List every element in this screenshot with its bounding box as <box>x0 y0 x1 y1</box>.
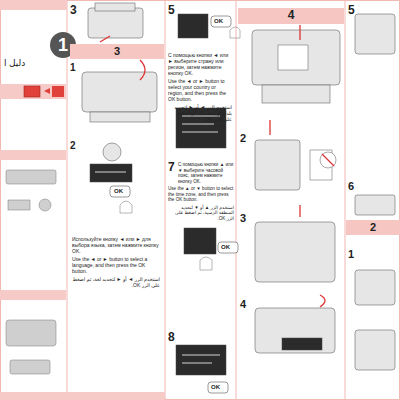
step-number: 4 <box>240 298 246 311</box>
step-number: 2 <box>240 132 246 145</box>
step-number: 3 <box>240 212 246 225</box>
instruction-text: С помощью кнопки ◄ или ► выберите страну… <box>168 52 232 76</box>
section-number: 4 <box>288 9 295 23</box>
instruction-text: Use the ◄ or ► button to select your cou… <box>168 78 232 102</box>
step-number: 5 <box>168 3 175 17</box>
button-label: OK <box>221 244 230 251</box>
instruction-text: Use the ◄ or ► button to select a langua… <box>72 256 160 274</box>
step-number: 3 <box>70 3 77 17</box>
button-label: OK <box>211 384 220 391</box>
step-number: 1 <box>70 62 76 74</box>
step-number: 5 <box>348 3 355 17</box>
instruction-text: استخدم الزر ◄ أو ► لتحديد بلدك أو منطقتك… <box>168 104 232 122</box>
section-number: 2 <box>370 221 376 234</box>
instruction-text: استخدم الزر ▲ أو ▼ لتحديد المنطقة الزمني… <box>168 205 234 222</box>
instruction-text: Используйте кнопку ◄ или ► для выбора яз… <box>72 236 160 254</box>
instruction-text: استخدم الزر ◄ أو ► لتحديد لغة، ثم اضغط ع… <box>72 276 160 288</box>
section-number: 1 <box>58 35 68 56</box>
step-number: 2 <box>70 140 76 152</box>
section-number: 3 <box>114 45 120 58</box>
instruction-text: С помощью кнопки ▲ или ▼ выберите часово… <box>178 162 234 184</box>
instruction-text: Use the ▲ or ▼ button to select the time… <box>168 186 234 203</box>
step-number: 8 <box>168 330 175 344</box>
button-label: OK <box>214 18 223 25</box>
step-number: 6 <box>348 180 354 193</box>
section-band: 3 <box>70 44 164 59</box>
button-label: OK <box>114 188 123 195</box>
section-band: 2 <box>346 220 400 235</box>
section-band: 4 <box>238 8 344 24</box>
step-number: 1 <box>348 248 354 261</box>
step-number: 7 <box>168 160 175 174</box>
heading-text: دليل ا <box>4 58 25 69</box>
